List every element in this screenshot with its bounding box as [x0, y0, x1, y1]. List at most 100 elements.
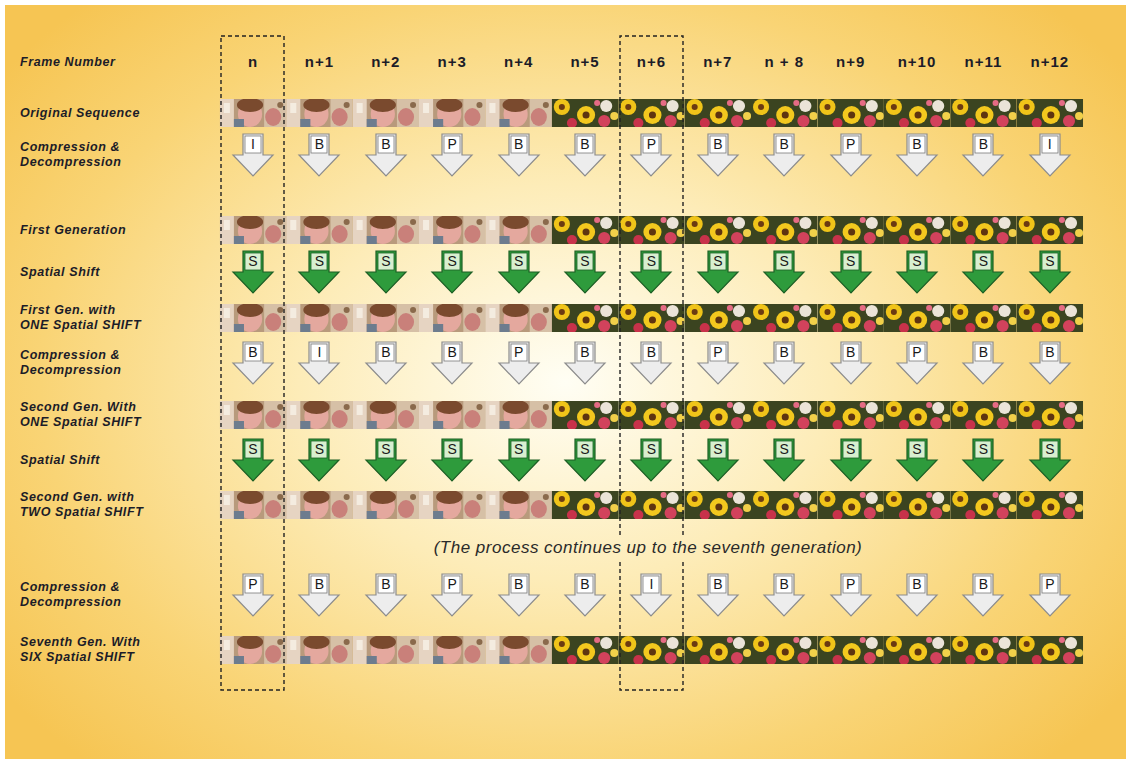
- frame-thumbnail: [817, 636, 884, 665]
- frame-thumbnail: [552, 304, 619, 333]
- frame-type-letter: B: [364, 136, 408, 153]
- frame-type-letter: B: [961, 344, 1005, 361]
- shift-letter: S: [1028, 441, 1072, 458]
- spatial-shift-arrow: S: [961, 438, 1005, 482]
- frame-type-letter: B: [430, 344, 474, 361]
- frame-type-arrow: B: [364, 133, 408, 177]
- frame-type-arrow: P: [629, 133, 673, 177]
- frame-type-letter: B: [497, 136, 541, 153]
- frame-thumbnail: [1017, 216, 1084, 245]
- frame-number: n+7: [703, 53, 732, 71]
- frame-thumbnail: [485, 635, 552, 664]
- frame-thumbnail: [286, 490, 353, 519]
- shift-letter: S: [696, 441, 740, 458]
- frame-type-arrow: B: [696, 573, 740, 617]
- row-label: Seventh Gen. WithSIX Spatial SHIFT: [20, 635, 141, 665]
- frame-thumbnail: [950, 216, 1017, 245]
- frame-thumbnail: [950, 401, 1017, 430]
- frame-number: n+10: [898, 53, 937, 71]
- frame-thumbnail: [751, 304, 818, 333]
- frame-thumbnail: [485, 490, 552, 519]
- frame-thumbnail: [286, 635, 353, 664]
- frame-thumbnail: [485, 303, 552, 332]
- frame-type-letter: B: [961, 576, 1005, 593]
- frame-number: n+1: [305, 53, 334, 71]
- frame-type-arrow: B: [231, 341, 275, 385]
- spatial-shift-arrow: S: [563, 438, 607, 482]
- shift-letter: S: [895, 253, 939, 270]
- frame-thumbnail: [286, 98, 353, 127]
- frame-thumbnail: [1017, 401, 1084, 430]
- frame-type-letter: B: [563, 576, 607, 593]
- frame-type-arrow: I: [629, 573, 673, 617]
- frame-number: n+5: [570, 53, 599, 71]
- frame-number: n+12: [1031, 53, 1070, 71]
- spatial-shift-arrow: S: [895, 250, 939, 294]
- frame-type-letter: B: [829, 344, 873, 361]
- frame-thumbnail: [884, 99, 951, 128]
- frame-thumbnail: [618, 401, 685, 430]
- frame-thumbnail: [618, 491, 685, 520]
- spatial-shift-arrow: S: [762, 438, 806, 482]
- frame-thumbnail: [419, 303, 486, 332]
- frame-type-arrow: B: [297, 133, 341, 177]
- frame-type-letter: P: [629, 136, 673, 153]
- frame-thumbnail: [817, 99, 884, 128]
- shift-letter: S: [696, 253, 740, 270]
- frame-number: n: [248, 53, 258, 71]
- spatial-shift-arrow: S: [563, 250, 607, 294]
- spatial-shift-arrow: S: [1028, 250, 1072, 294]
- frame-thumbnail: [220, 490, 286, 519]
- row-label: Compression &Decompression: [20, 580, 122, 610]
- frame-type-arrow: I: [1028, 133, 1072, 177]
- frame-thumbnail: [552, 491, 619, 520]
- spatial-shift-arrow: S: [430, 438, 474, 482]
- shift-letter: S: [297, 253, 341, 270]
- frame-type-arrow: B: [762, 341, 806, 385]
- shift-letter: S: [430, 253, 474, 270]
- spatial-shift-arrow: S: [297, 250, 341, 294]
- frame-type-letter: B: [696, 576, 740, 593]
- spatial-shift-arrow: S: [829, 250, 873, 294]
- frame-type-letter: B: [895, 576, 939, 593]
- frame-thumbnail: [618, 99, 685, 128]
- frame-type-arrow: B: [297, 573, 341, 617]
- frame-number: n+6: [637, 53, 666, 71]
- shift-letter: S: [563, 441, 607, 458]
- frame-thumbnail: [817, 216, 884, 245]
- shift-letter: S: [961, 253, 1005, 270]
- row-label: Spatial Shift: [20, 453, 100, 468]
- frame-thumbnail: [220, 635, 286, 664]
- frame-type-arrow: B: [829, 341, 873, 385]
- frame-type-arrow: P: [829, 573, 873, 617]
- shift-letter: S: [364, 253, 408, 270]
- spatial-shift-arrow: S: [297, 438, 341, 482]
- frame-thumbnail: [884, 636, 951, 665]
- frame-number: n + 8: [764, 53, 804, 71]
- frame-type-arrow: B: [961, 573, 1005, 617]
- frame-type-letter: I: [297, 344, 341, 361]
- frame-thumbnail: [485, 215, 552, 244]
- frame-thumbnail: [552, 216, 619, 245]
- frame-thumbnail: [618, 636, 685, 665]
- spatial-shift-arrow: S: [1028, 438, 1072, 482]
- frame-thumbnail: [353, 400, 420, 429]
- shift-letter: S: [364, 441, 408, 458]
- frame-number: n+3: [438, 53, 467, 71]
- frame-type-arrow: B: [563, 133, 607, 177]
- shift-letter: S: [497, 441, 541, 458]
- spatial-shift-arrow: S: [430, 250, 474, 294]
- frame-thumbnail: [884, 491, 951, 520]
- frame-type-arrow: P: [895, 341, 939, 385]
- frame-thumbnail: [685, 304, 752, 333]
- frame-type-arrow: B: [895, 573, 939, 617]
- note-text: (The process continues up to the seventh…: [434, 538, 863, 558]
- frame-type-arrow: P: [430, 133, 474, 177]
- frame-thumbnail: [552, 636, 619, 665]
- frame-type-letter: P: [231, 576, 275, 593]
- spatial-shift-arrow: S: [961, 250, 1005, 294]
- frame-number: n+2: [371, 53, 400, 71]
- frame-thumbnail: [751, 636, 818, 665]
